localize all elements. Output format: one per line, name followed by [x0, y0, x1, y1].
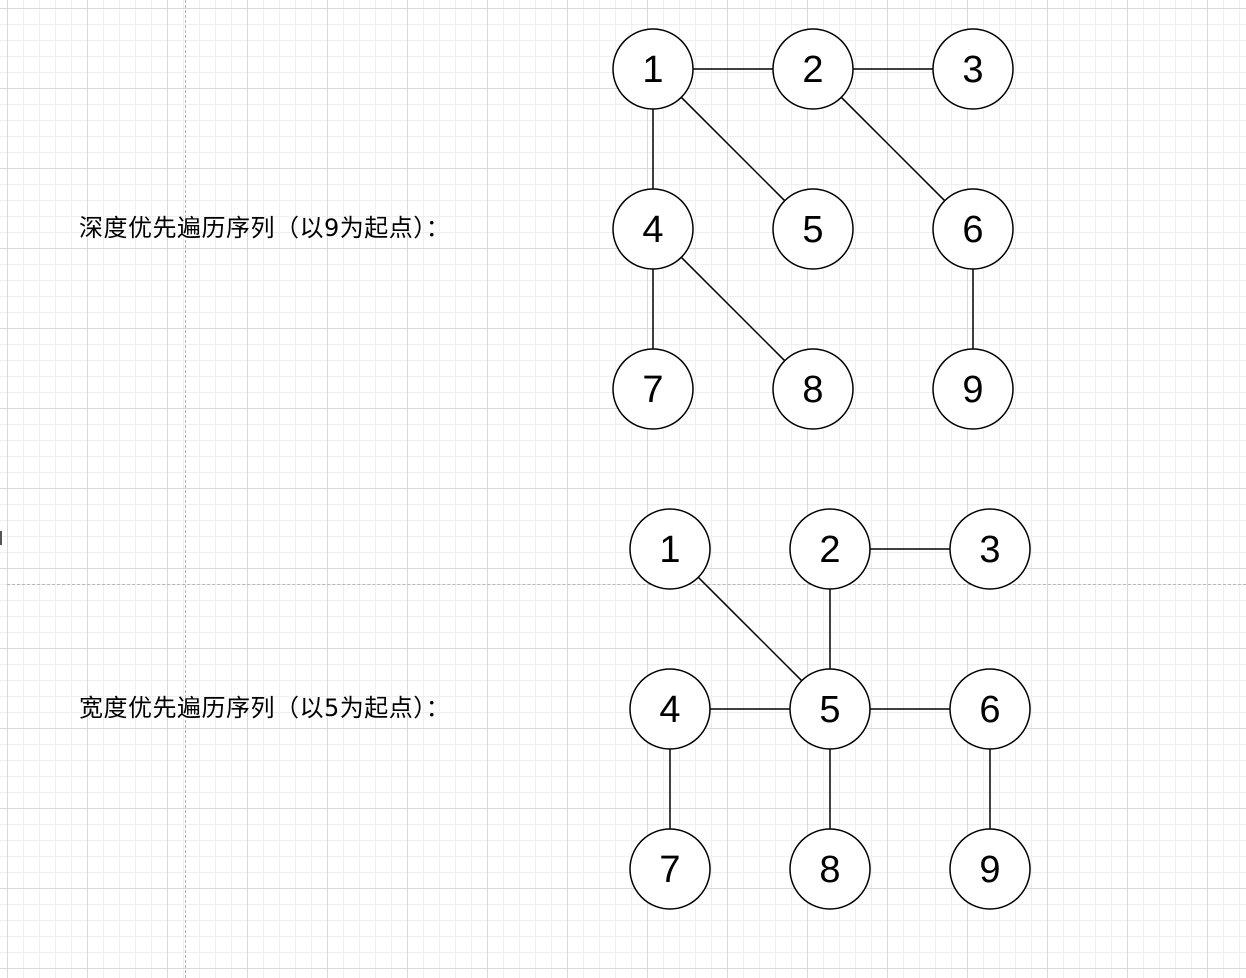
bfs-node-label-7: 7 — [659, 849, 680, 891]
bfs-node-label-6: 6 — [979, 689, 1000, 731]
dfs-node-label-2: 2 — [802, 49, 823, 91]
dfs-node-5 — [772, 188, 854, 270]
bfs-node-label-4: 4 — [659, 689, 680, 731]
bfs-node-8 — [789, 828, 871, 910]
bfs-node-4 — [629, 668, 711, 750]
dfs-node-label-5: 5 — [802, 209, 823, 251]
dfs-node-label-6: 6 — [962, 209, 983, 251]
bfs-node-label-5: 5 — [819, 689, 840, 731]
dfs-node-label-1: 1 — [642, 49, 663, 91]
bfs-node-label-1: 1 — [659, 529, 680, 571]
bfs-node-3 — [949, 508, 1031, 590]
dfs-node-6 — [932, 188, 1014, 270]
dfs-node-4 — [612, 188, 694, 270]
dfs-node-1 — [612, 28, 694, 110]
bfs-node-6 — [949, 668, 1031, 750]
dfs-edge-1-5 — [680, 96, 786, 202]
bfs-node-1 — [629, 508, 711, 590]
dfs-node-3 — [932, 28, 1014, 110]
bfs-node-7 — [629, 828, 711, 910]
horizontal-guide-line — [7, 584, 1246, 585]
bfs-node-2 — [789, 508, 871, 590]
dfs-graph: 1 2 3 4 5 6 7 8 9 — [612, 28, 1014, 430]
bfs-node-label-8: 8 — [819, 849, 840, 891]
dfs-edge-2-6 — [840, 96, 946, 202]
dfs-node-9 — [932, 348, 1014, 430]
dfs-node-label-3: 3 — [962, 49, 983, 91]
dfs-node-label-7: 7 — [642, 369, 663, 411]
dfs-node-label-9: 9 — [962, 369, 983, 411]
dfs-edge-4-8 — [680, 256, 786, 362]
left-edge-marker — [0, 531, 2, 545]
dfs-node-label-4: 4 — [642, 209, 663, 251]
dfs-caption: 深度优先遍历序列（以9为起点）： — [79, 214, 451, 242]
dfs-node-2 — [772, 28, 854, 110]
dfs-node-7 — [612, 348, 694, 430]
bfs-edge-1-5 — [697, 576, 803, 682]
vertical-guide-line — [185, 0, 186, 978]
bfs-node-label-3: 3 — [979, 529, 1000, 571]
bfs-node-9 — [949, 828, 1031, 910]
bfs-node-5 — [789, 668, 871, 750]
bfs-graph: 1 2 3 4 5 6 7 8 9 — [629, 508, 1031, 910]
bfs-caption: 宽度优先遍历序列（以5为起点）： — [79, 694, 451, 722]
dfs-node-8 — [772, 348, 854, 430]
bfs-node-label-2: 2 — [819, 529, 840, 571]
bfs-node-label-9: 9 — [979, 849, 1000, 891]
dfs-node-label-8: 8 — [802, 369, 823, 411]
